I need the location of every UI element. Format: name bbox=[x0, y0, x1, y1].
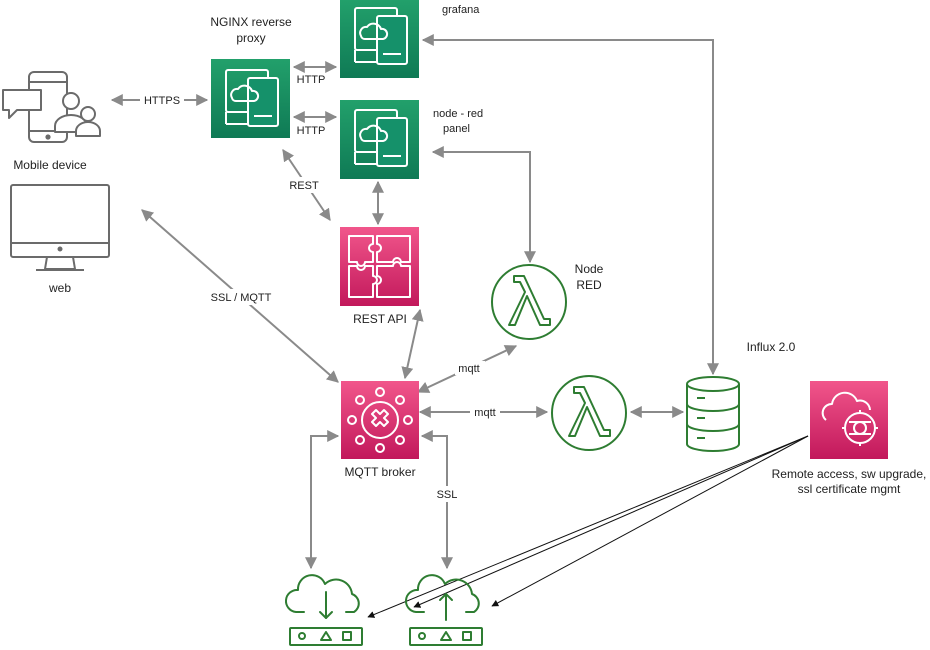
node-mqtt-broker[interactable]: MQTT broker bbox=[341, 381, 419, 479]
node-nodered[interactable]: Node RED bbox=[491, 262, 604, 340]
puzzle-icon bbox=[348, 235, 411, 298]
container-app-icon bbox=[354, 7, 408, 65]
node-nginx[interactable]: NGINX reverse proxy bbox=[210, 15, 292, 138]
nodered-label-line1: Node bbox=[575, 262, 604, 276]
edge-label-ssl-mqtt: SSL / MQTT bbox=[211, 292, 272, 304]
web-label: web bbox=[48, 281, 71, 295]
mqtt-broker-tile bbox=[341, 381, 419, 459]
edge-label-bg bbox=[286, 177, 322, 193]
edge-label-http-grafana: HTTP bbox=[297, 74, 326, 86]
iot-hub-icon bbox=[347, 387, 413, 453]
edge-remote-device-down bbox=[367, 435, 809, 618]
edge-label-mqtt-processor: mqtt bbox=[474, 407, 495, 419]
mobile-device-label: Mobile device bbox=[13, 158, 87, 172]
edge-label-http-panel: HTTP bbox=[297, 125, 326, 137]
influx-label: Influx 2.0 bbox=[747, 340, 796, 354]
edge-label-bg bbox=[434, 486, 462, 502]
lambda-icon bbox=[551, 375, 627, 451]
database-icon bbox=[686, 376, 740, 452]
node-remote-access[interactable]: Remote access, sw upgrade, ssl certifica… bbox=[772, 381, 927, 496]
edge-mqtt-device-down bbox=[305, 430, 340, 570]
node-rest-api[interactable]: REST API bbox=[340, 227, 419, 326]
node-processor[interactable] bbox=[551, 375, 627, 451]
node-mobile-device[interactable]: Mobile device bbox=[2, 71, 101, 172]
node-edge-device-down[interactable] bbox=[284, 574, 363, 646]
remote-label-line1: Remote access, sw upgrade, bbox=[772, 467, 927, 481]
desktop-monitor-icon bbox=[10, 184, 110, 271]
edge-label-mqtt-nodered: mqtt bbox=[458, 363, 479, 375]
node-influx[interactable]: Influx 2.0 bbox=[686, 340, 796, 452]
lambda-icon bbox=[491, 264, 567, 340]
container-app-icon bbox=[354, 109, 408, 167]
edge-label-bg bbox=[205, 289, 277, 305]
nodered-label-line2: RED bbox=[576, 278, 602, 292]
edge-label-rest: REST bbox=[289, 180, 319, 192]
edge-label-ssl: SSL bbox=[437, 489, 458, 501]
edge-panel-nodered bbox=[431, 146, 536, 264]
edge-mqtt-device-up bbox=[420, 430, 453, 570]
nginx-label-line2: proxy bbox=[236, 31, 265, 45]
nodered-panel-label-line2: panel bbox=[443, 123, 470, 135]
edge-remote-device-up-2 bbox=[491, 435, 809, 607]
cloud-download-device-icon bbox=[284, 574, 363, 646]
nodered-panel-label-line1: node - red bbox=[433, 108, 483, 120]
edge-remote-device-up bbox=[413, 435, 809, 608]
node-web[interactable]: web bbox=[10, 184, 110, 295]
container-app-icon bbox=[225, 69, 279, 127]
edge-label-https: HTTPS bbox=[144, 95, 180, 107]
cloud-gear-icon bbox=[821, 391, 878, 446]
mobile-users-icon bbox=[2, 71, 101, 143]
mqtt-broker-label: MQTT broker bbox=[344, 465, 415, 479]
node-grafana[interactable]: grafana bbox=[340, 0, 480, 78]
edges: HTTPS HTTP HTTP REST SSL / MQTT mqtt mqt… bbox=[110, 34, 809, 618]
edge-label-bg bbox=[470, 405, 500, 419]
nginx-label-line1: NGINX reverse bbox=[210, 15, 292, 29]
edge-grafana-influx bbox=[421, 34, 719, 376]
node-nodered-panel[interactable]: node - red panel bbox=[340, 100, 483, 179]
rest-api-label: REST API bbox=[353, 312, 407, 326]
grafana-label: grafana bbox=[442, 4, 480, 16]
node-edge-device-up[interactable] bbox=[404, 574, 483, 646]
edge-label-bg bbox=[140, 92, 184, 108]
cloud-upload-device-icon bbox=[404, 574, 483, 646]
edge-rest-mqtt bbox=[401, 308, 424, 380]
remote-label-line2: ssl certificate mgmt bbox=[798, 482, 901, 496]
